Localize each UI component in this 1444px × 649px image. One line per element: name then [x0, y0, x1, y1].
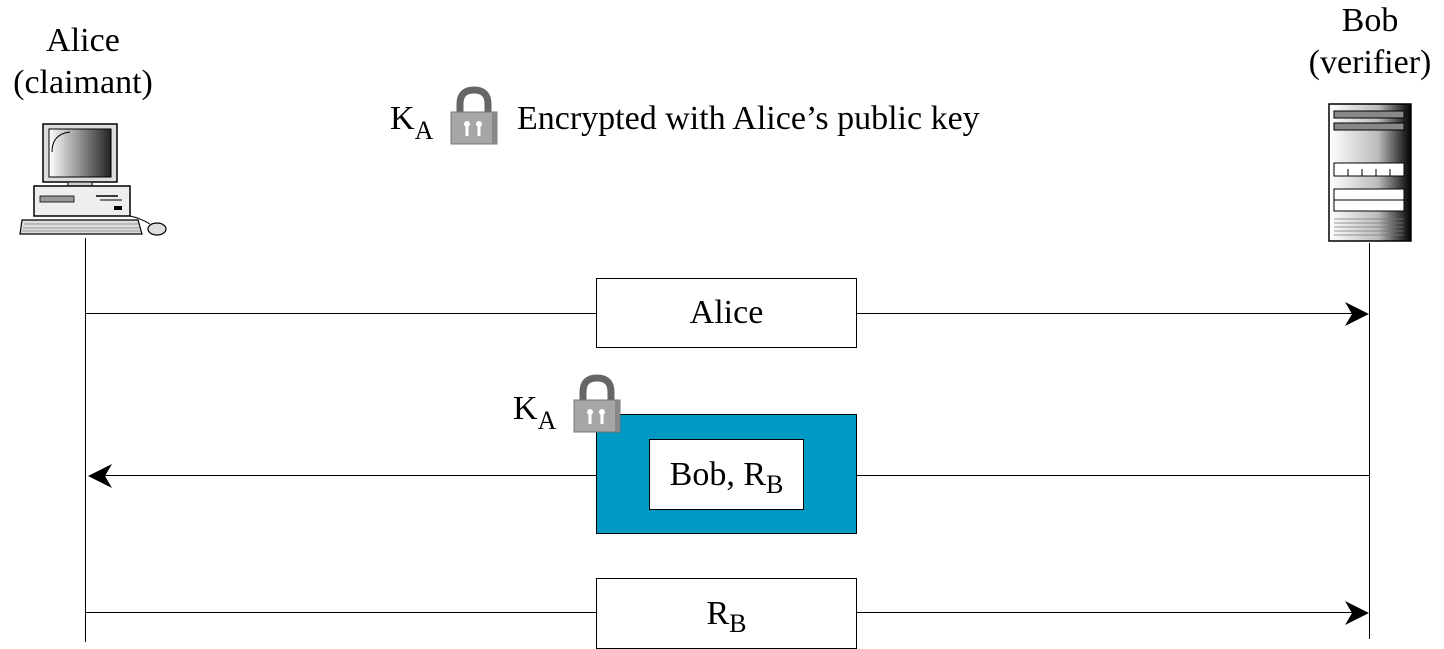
alice-lifeline: [85, 238, 86, 642]
message-2-label-sub: B: [766, 469, 784, 499]
alice-name: Alice: [46, 22, 120, 59]
alice-role: (claimant): [13, 64, 153, 101]
bob-lifeline: [1369, 243, 1370, 639]
legend-key: K: [390, 100, 415, 137]
legend-key-label: KA: [390, 100, 433, 145]
message-1-label: Alice: [689, 294, 764, 331]
message-2-key-label: KA: [513, 390, 556, 435]
message-2-label: Bob, R: [669, 455, 766, 493]
message-2-key: K: [513, 390, 538, 427]
message-2-padlock-icon: [573, 374, 621, 433]
bob-label: Bob (verifier): [1290, 0, 1444, 84]
message-1-arrowhead-icon: [1345, 302, 1369, 326]
server-tower-icon: [1328, 103, 1412, 242]
message-2-key-sub: A: [537, 406, 557, 435]
message-3-label: R: [706, 594, 730, 632]
desktop-computer-icon: [19, 123, 167, 236]
message-3-arrowhead-icon: [1345, 601, 1369, 625]
message-1-box: Alice: [596, 278, 857, 348]
alice-label: Alice (claimant): [0, 20, 166, 104]
padlock-icon: [450, 86, 498, 145]
legend-key-sub: A: [414, 116, 434, 145]
bob-role: (verifier): [1308, 44, 1432, 81]
message-3-label-sub: B: [729, 608, 747, 638]
legend-text: Encrypted with Alice’s public key: [517, 100, 980, 137]
message-2-arrowhead-icon: [88, 464, 112, 488]
bob-name: Bob: [1341, 2, 1399, 39]
